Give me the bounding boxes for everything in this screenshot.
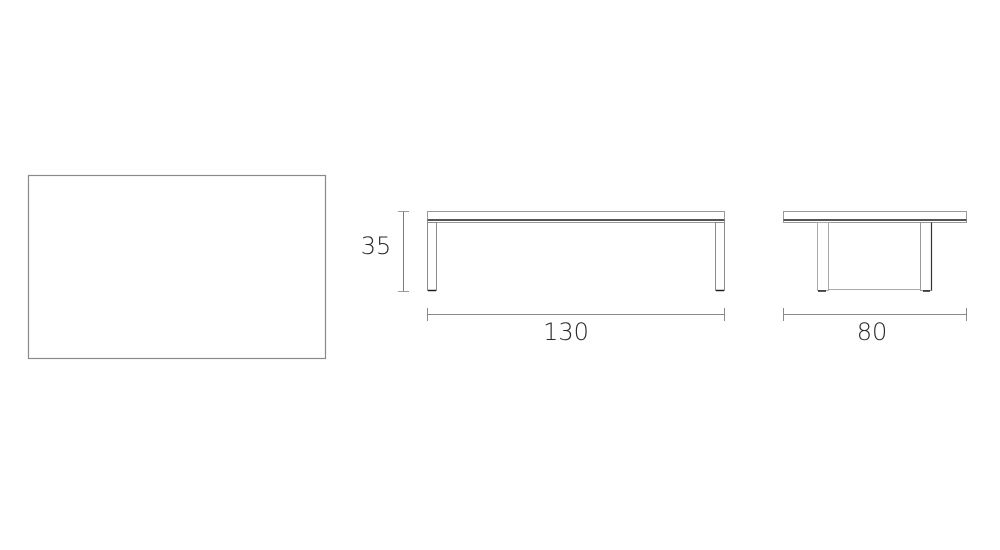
side-view xyxy=(783,211,967,321)
leg-left-front xyxy=(427,222,437,291)
tabletop-slab-side xyxy=(783,211,967,223)
depth-dimension-label: 80 xyxy=(856,318,888,346)
tabletop-outline-top-view xyxy=(27,174,327,360)
height-dimension xyxy=(398,211,409,292)
top-view xyxy=(27,174,327,360)
tabletop-slab-front xyxy=(427,211,725,223)
length-dimension xyxy=(427,308,725,321)
leg-frame-right-side xyxy=(920,222,932,291)
leg-frame-left-side xyxy=(817,222,829,291)
length-dimension-label: 130 xyxy=(543,318,589,346)
leg-right-front xyxy=(715,222,725,291)
front-view xyxy=(398,211,725,321)
height-dimension-label: 35 xyxy=(360,232,392,260)
depth-dimension xyxy=(783,308,967,321)
